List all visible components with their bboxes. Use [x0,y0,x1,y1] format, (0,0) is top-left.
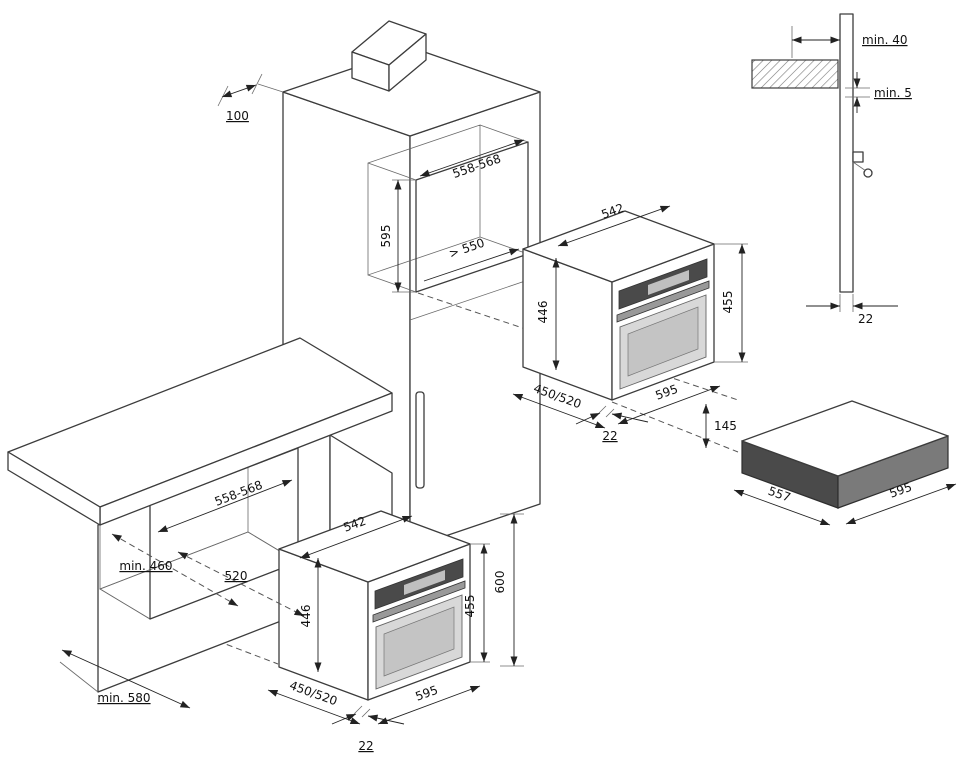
dimension-min5: min. 5 [845,72,912,113]
worktop-cross-section [751,59,839,89]
dim-label-lower-600: 600 [493,571,507,594]
dim-label-min40: min. 40 [862,33,908,47]
dim-label-upper-455: 455 [721,291,735,314]
dimension-niche-height-595: 595 [379,179,416,293]
upper-oven-door-window [627,306,699,377]
mounting-clip [852,151,864,163]
dim-label-lower-446: 446 [299,605,313,628]
side-panel-cross-section [839,13,854,293]
dimension-min580: min. 580 [59,649,191,709]
lower-oven-handle [372,580,466,623]
dim-label-upper-595: 595 [653,382,679,403]
dimension-145: 145 [702,404,737,448]
dim-label-520: 520 [225,569,248,583]
cabinet-door-handle [415,391,425,489]
dimension-lower-600: 600 [493,513,524,667]
tall-cabinet-top-step [351,20,427,92]
dimension-upper-455: 455 [714,243,748,363]
dim-label-panel-22: 22 [858,312,873,326]
dimension-lower-446: 446 [299,558,322,672]
dimension-100: 100 [217,73,284,123]
dimension-upper-22: 22 [575,405,649,443]
warming-drawer-top-face [741,400,949,477]
dimension-lower-22: 22 [331,705,405,753]
dim-label-upper-446: 446 [536,301,550,324]
dim-label-niche-height: 595 [379,225,393,248]
dim-label-min5: min. 5 [874,86,912,100]
countertop-left-edge [7,451,101,526]
dim-label-min460: min. 460 [119,559,172,573]
dimension-min40: min. 40 [791,26,908,58]
dim-label-145: 145 [714,419,737,433]
dim-label-lower-595: 595 [413,683,439,704]
dim-label-min580: min. 580 [97,691,150,705]
dim-label-upper-22: 22 [602,429,617,443]
dimension-panel-22: 22 [806,294,898,326]
dimension-upper-446: 446 [536,258,560,370]
dimension-lower-455: 455 [463,543,490,663]
dimension-520: 520 [177,551,305,617]
dim-label-lower-455: 455 [463,595,477,618]
upper-oven-display [648,270,689,295]
lower-oven-display [404,570,445,595]
lower-oven-door-window [383,606,455,677]
wall-section-detail [751,13,873,293]
dim-label-100: 100 [226,109,249,123]
upper-oven [522,210,715,401]
upper-oven-handle [616,280,710,323]
dim-label-lower-22: 22 [358,739,373,753]
